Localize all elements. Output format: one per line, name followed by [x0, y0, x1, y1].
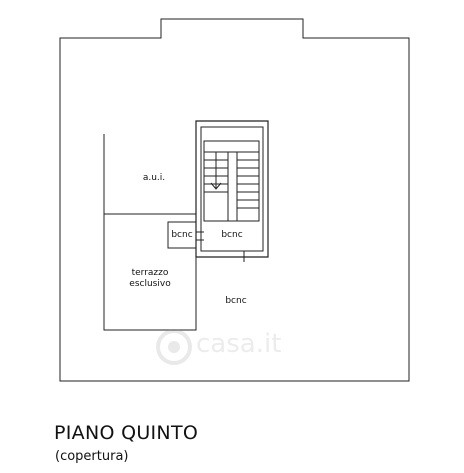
room-label-esclusivo: esclusivo [129, 279, 171, 289]
stair-core-inner [200, 126, 264, 252]
stair-well [227, 151, 238, 222]
room-label-terrazzo: terrazzo [131, 268, 169, 278]
stair-landing [203, 140, 260, 222]
stair-treads [204, 151, 259, 209]
room-label-bcnc-roof: bcnc [225, 296, 247, 306]
roof-outline [59, 18, 410, 382]
stair-arrow [210, 152, 222, 190]
watermark: casa.it [150, 325, 320, 369]
room-label-bcnc-stair: bcnc [221, 230, 243, 240]
room-label-bcnc-small: bcnc [171, 230, 193, 240]
watermark-logo-icon [156, 329, 192, 365]
door-opening [196, 231, 204, 241]
room-label-aui: a.u.i. [142, 173, 166, 183]
stair-core-outer [195, 120, 269, 258]
plan-title: PIANO QUINTO [54, 422, 199, 444]
plan-subtitle: (copertura) [55, 449, 129, 464]
watermark-text: casa.it [196, 329, 282, 359]
